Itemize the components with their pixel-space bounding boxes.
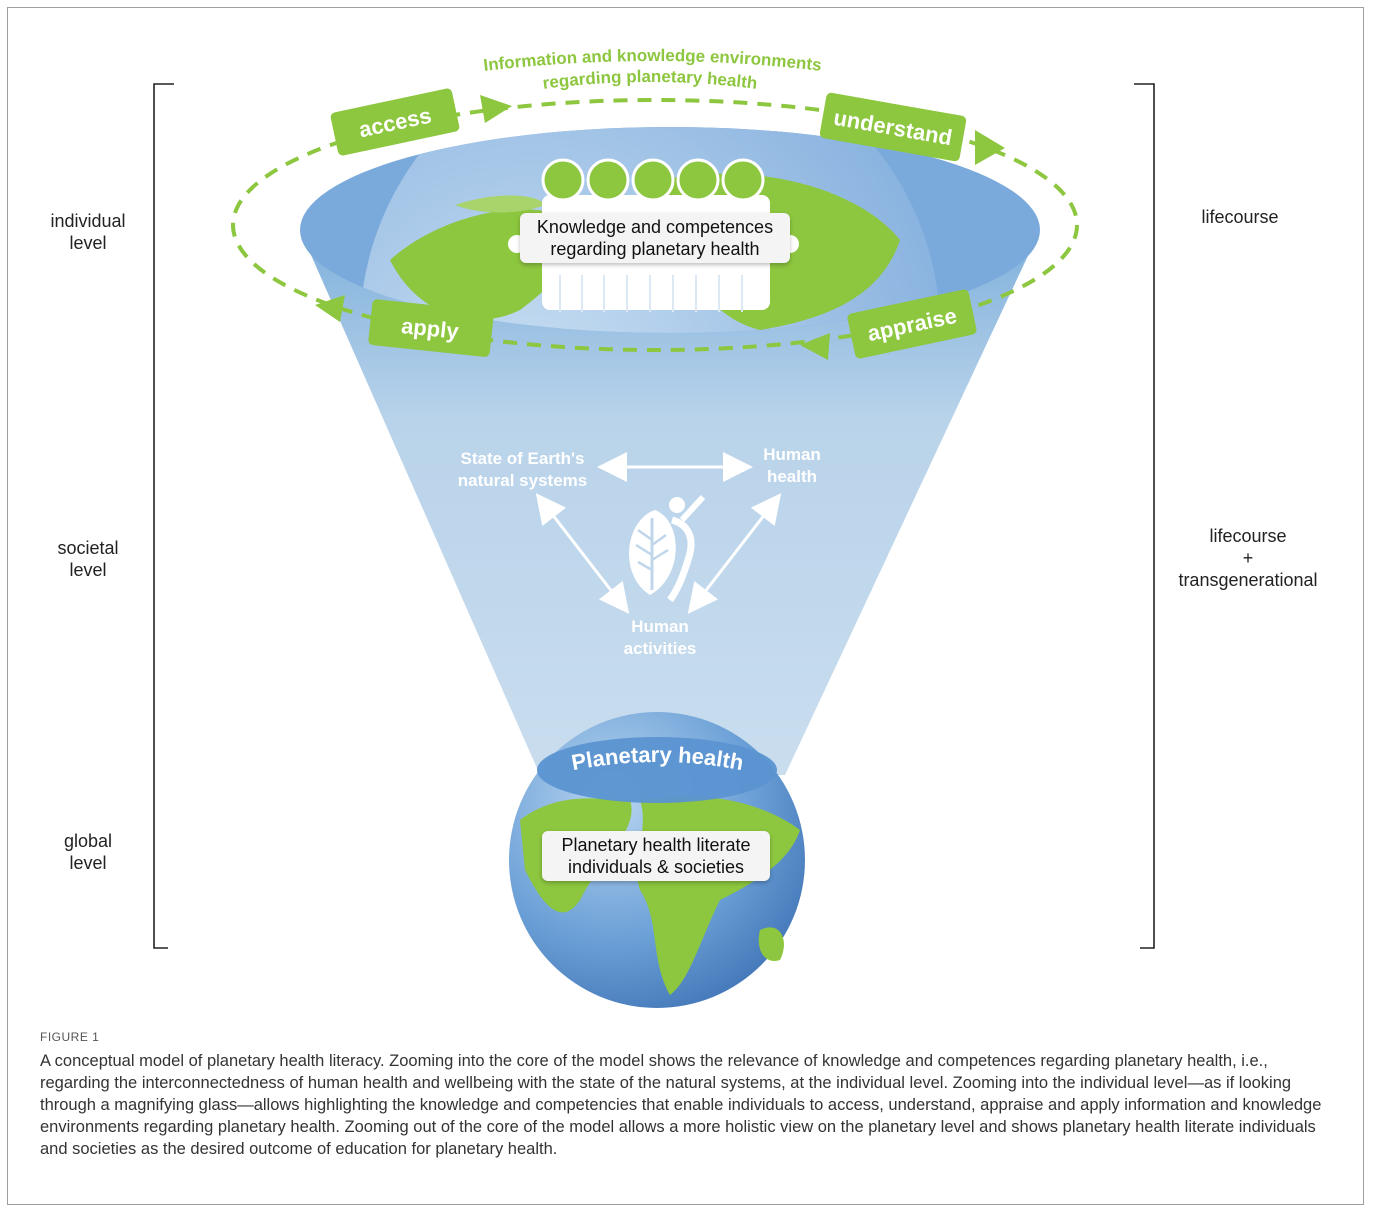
timeframe-transgenerational: lifecourse + transgenerational: [1178, 526, 1318, 590]
step-access: access: [330, 88, 460, 156]
arrow-health-activities: [687, 493, 782, 614]
left-bracket: [153, 83, 174, 949]
right-bracket: [1134, 83, 1155, 949]
level-individual: individual level: [50, 211, 126, 253]
arrow-icon: [480, 95, 512, 123]
outcome-box: Planetary health literate individuals & …: [542, 831, 770, 881]
people-legs: [559, 275, 743, 312]
figure-frame: [7, 7, 1364, 1205]
leaf-person-icon: [629, 494, 706, 603]
figure-caption: A conceptual model of planetary health l…: [40, 1052, 1322, 1158]
figure-label: FIGURE 1: [40, 1030, 100, 1044]
label-human-health: Human health: [763, 445, 821, 486]
arrow-icon: [315, 295, 345, 322]
arrow-icon: [975, 130, 1005, 165]
label-earth-systems: State of Earth's natural systems: [457, 449, 588, 490]
level-global: global level: [63, 831, 113, 873]
arrow-icon: [800, 333, 830, 360]
arrow-earth-activities: [535, 493, 630, 614]
timeframe-lifecourse: lifecourse: [1201, 207, 1279, 227]
planetary-health-ellipse: [537, 737, 777, 803]
level-societal: societal level: [57, 538, 119, 580]
step-appraise: appraise: [847, 289, 977, 359]
cycle-title-line2: regarding planetary health: [542, 67, 759, 93]
label-human-activities: Human activities: [623, 617, 697, 658]
cycle-path: [231, 98, 1079, 352]
step-apply-label: apply: [400, 313, 461, 344]
step-understand: understand: [819, 92, 967, 162]
step-apply: apply: [368, 299, 494, 357]
core-knowledge-box: Knowledge and competences regarding plan…: [520, 213, 790, 263]
